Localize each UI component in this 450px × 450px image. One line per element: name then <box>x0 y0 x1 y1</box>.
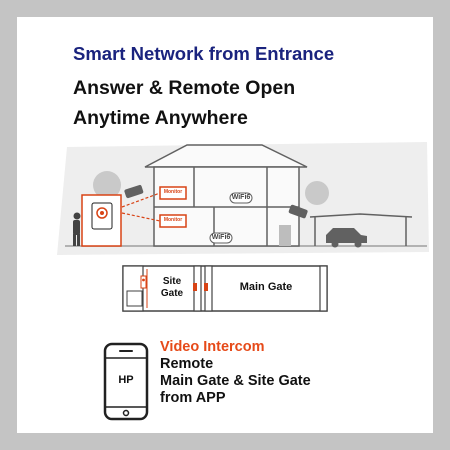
phone-label: HP <box>118 374 134 386</box>
smart-home-illustration <box>57 142 429 421</box>
product-card: Smart Network from Entrance Answer & Rem… <box>17 17 433 433</box>
site-gate-lock <box>193 283 197 291</box>
garage <box>309 213 413 246</box>
person-icon <box>73 212 81 246</box>
monitor-label-lower: Monitor <box>163 217 183 223</box>
signal-lines <box>121 192 161 222</box>
wifi-label-lower: WiFi6 <box>211 234 231 241</box>
monitor-icon <box>159 186 187 228</box>
car-icon <box>326 228 367 248</box>
phone-home-button <box>122 409 130 417</box>
headline-line-3: Anytime Anywhere <box>73 107 248 129</box>
wifi-icon <box>209 192 253 244</box>
monitor-label-upper: Monitor <box>163 189 183 195</box>
description-line-1: Remote <box>160 356 214 372</box>
tree-icon <box>93 171 329 205</box>
main-gate-label: Main Gate <box>239 281 293 293</box>
gate-station <box>140 275 147 289</box>
camera-icon <box>124 184 308 219</box>
phone-icon <box>103 342 149 421</box>
site-gate-small-box <box>126 290 143 307</box>
wifi-label-upper: WiFi6 <box>231 194 251 201</box>
description-line-2: Main Gate & Site Gate <box>160 373 311 389</box>
description-line-3: from APP <box>160 390 226 406</box>
description-title: Video Intercom <box>160 339 265 355</box>
headline-line-1: Smart Network from Entrance <box>73 43 335 64</box>
main-gate-lock <box>204 283 208 291</box>
headline-line-2: Answer & Remote Open <box>73 77 296 99</box>
site-gate-label: Site Gate <box>160 276 184 299</box>
gates-outline <box>122 265 328 312</box>
description-text: Video Intercom Remote Main Gate & Site G… <box>160 339 311 407</box>
